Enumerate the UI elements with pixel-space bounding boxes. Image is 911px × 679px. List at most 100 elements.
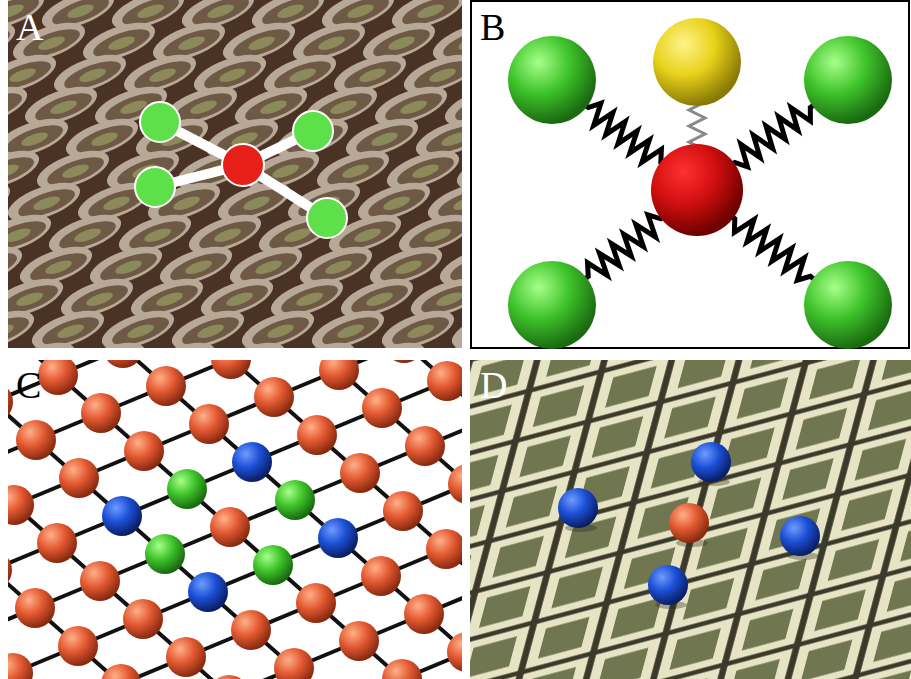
lattice-atom — [362, 388, 402, 428]
bark-scale-inner — [10, 344, 73, 348]
lichen-spot — [399, 98, 429, 117]
lichen-spot — [189, 98, 219, 117]
bark-scale — [447, 303, 462, 348]
lattice-atom — [427, 361, 462, 401]
lattice-atom — [209, 675, 249, 679]
lattice — [8, 360, 462, 679]
lichen-spot — [452, 194, 462, 213]
lichen-spot — [457, 34, 462, 53]
lichen-spot — [283, 226, 313, 245]
bark-scale-inner — [8, 248, 20, 287]
bark-scale-inner — [39, 312, 102, 348]
bark-scale-inner — [179, 312, 242, 348]
lichen-spot — [196, 322, 226, 341]
lichen-spot — [8, 162, 20, 181]
bark-scale — [348, 335, 430, 348]
lichen-spot — [90, 130, 120, 149]
lattice-atom — [167, 469, 207, 509]
lattice-atom — [426, 529, 462, 569]
lichen-spot — [213, 226, 243, 245]
lattice-atom — [8, 550, 12, 590]
lichen-spot — [184, 258, 214, 277]
lattice-atom — [339, 621, 379, 661]
lichen-spot — [20, 130, 50, 149]
lattice-atom — [232, 442, 272, 482]
lattice-atom — [210, 507, 250, 547]
lichen-spot — [136, 2, 166, 21]
lichen-spot — [336, 322, 366, 341]
lichen-spot — [143, 226, 173, 245]
lattice-atom — [405, 426, 445, 466]
lichen-spot — [295, 290, 325, 309]
bark-scale-inner — [80, 344, 143, 348]
bark-scale — [8, 335, 80, 348]
bark-scale-inner — [8, 88, 25, 127]
lattice-atom — [231, 610, 271, 650]
panel-label: A — [16, 8, 43, 46]
lattice-atoms — [8, 360, 462, 679]
panel-label: D — [480, 366, 507, 404]
bark-scale-inner — [8, 24, 13, 63]
lichen-spot — [271, 162, 301, 181]
lichen-spot — [341, 162, 371, 181]
lichen-spot — [423, 226, 453, 245]
lichen-spot — [206, 2, 236, 21]
bark-scale-inner — [220, 344, 283, 348]
lattice-atom — [384, 360, 424, 363]
lichen-spot — [411, 162, 441, 181]
lattice-atom — [80, 561, 120, 601]
lattice-atom — [15, 588, 55, 628]
lichen-spot — [15, 290, 45, 309]
panel-label: B — [480, 8, 505, 46]
lattice-atom — [59, 458, 99, 498]
lichen-spot — [370, 130, 400, 149]
lichen-spot — [358, 66, 388, 85]
lattice-atom — [189, 404, 229, 444]
lattice-atom — [103, 360, 143, 368]
lichen-spot — [148, 66, 178, 85]
lichen-spot — [107, 34, 137, 53]
lichen-spot — [406, 322, 436, 341]
lattice-atom — [448, 464, 462, 504]
lichen-spot — [177, 34, 207, 53]
lattice-atom — [102, 496, 142, 536]
lichen-spot — [382, 194, 412, 213]
bark-scale — [97, 303, 179, 348]
lattice-atom — [254, 377, 294, 417]
lattice-atom — [8, 653, 33, 679]
panel-label: C — [16, 366, 41, 404]
bark-scale-inner — [109, 312, 172, 348]
lichen-spot — [266, 322, 296, 341]
bark-scale-inner — [430, 344, 462, 348]
lattice-atom — [297, 415, 337, 455]
bark-scale-inner — [8, 184, 9, 223]
lattice-atom — [58, 626, 98, 666]
lichen-spot — [346, 2, 376, 21]
lattice-atom — [404, 594, 444, 634]
bark-scale — [167, 303, 249, 348]
lattice-atom — [145, 534, 185, 574]
bark-scale-inner — [8, 312, 32, 348]
lichen-spot — [225, 290, 255, 309]
lichen-spot — [259, 98, 289, 117]
lattice-atom — [37, 523, 77, 563]
bark-scale — [138, 335, 220, 348]
lattice-atom — [274, 648, 314, 679]
lattice-atom — [8, 485, 34, 525]
lichen-spot — [435, 290, 462, 309]
lattice-atom — [211, 360, 251, 379]
lichen-spot — [416, 2, 446, 21]
lattice-atom — [38, 360, 78, 395]
bark-scales — [8, 0, 462, 348]
lichen-spot — [114, 258, 144, 277]
lichen-spot — [247, 34, 277, 53]
lichen-spot — [126, 322, 156, 341]
lichen-spot — [8, 98, 9, 117]
lichen-spot — [8, 322, 15, 341]
lichen-spot — [8, 66, 37, 85]
lichen-spot — [32, 194, 62, 213]
bark-scale — [377, 303, 459, 348]
lichen-spot — [428, 66, 458, 85]
lichen-spot — [329, 98, 359, 117]
